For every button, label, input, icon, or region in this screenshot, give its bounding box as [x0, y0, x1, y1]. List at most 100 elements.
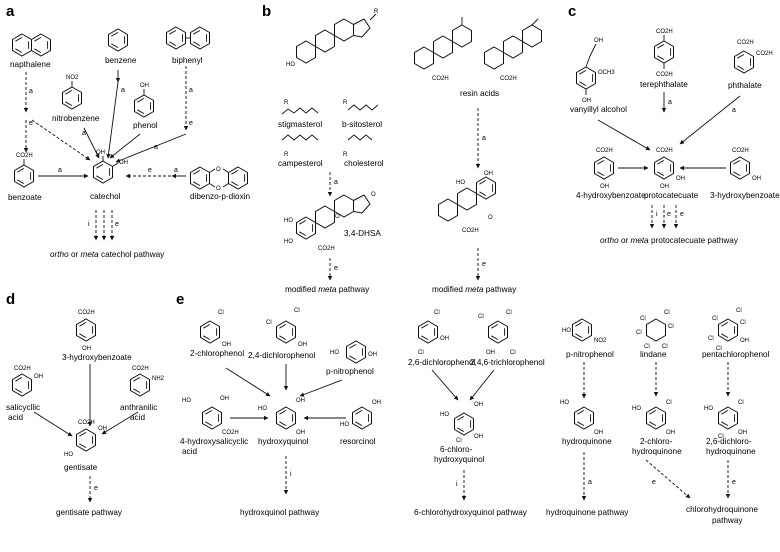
svg-text:i: i	[456, 481, 458, 488]
svg-text:OH: OH	[738, 430, 747, 436]
svg-text:R: R	[284, 152, 289, 158]
vanillyl-label: vanyillyl alcohol	[570, 105, 627, 114]
svg-text:OH: OH	[119, 160, 128, 166]
panel-d: d CO2H OH 3-hydroxybenzoate CO2H OH sali…	[6, 291, 165, 517]
dcp24-structure	[276, 320, 296, 344]
svg-text:CO2H: CO2H	[462, 228, 479, 234]
resin-acid-1-structure: CO2H	[414, 17, 472, 82]
svg-text:HO: HO	[284, 218, 293, 224]
panel-letter: a	[6, 3, 15, 20]
gentisate-label: gentisate	[64, 463, 98, 472]
terephthalate-label: terephthalate	[640, 80, 688, 89]
dibenzodioxin-structure	[190, 166, 210, 190]
cholesterol-label: cholesterol	[344, 159, 384, 168]
svg-text:e: e	[148, 167, 152, 174]
protocatechuate-pathway-label: ortho or meta protocatecuate pathway	[600, 236, 739, 245]
svg-text:HO: HO	[704, 406, 713, 412]
hba4-label: 4-hydroxybenzoate	[576, 191, 646, 200]
dchq26-label-1: 2,6-dichloro-	[706, 437, 752, 446]
dibenzodioxin-label: dibenzo-p-dioxin	[190, 192, 251, 201]
svg-text:a: a	[29, 88, 33, 95]
svg-text:CO2H: CO2H	[78, 310, 95, 316]
svg-text:NH2: NH2	[152, 376, 165, 382]
svg-text:Cl: Cl	[716, 346, 722, 352]
svg-text:R: R	[343, 100, 348, 106]
tcp246-label: 2,4,6-trichlorophenol	[470, 358, 545, 367]
svg-text:Cl: Cl	[708, 336, 714, 342]
modified-meta-pathway-left: modified meta pathway	[285, 285, 370, 294]
svg-text:OH: OH	[368, 352, 377, 358]
panel-b: b R HO R stigmasterol R b-sitosterol R c…	[262, 3, 542, 294]
dcp26-structure	[418, 320, 438, 344]
phenol-structure	[134, 94, 154, 118]
svg-text:OH: OH	[660, 184, 669, 190]
svg-text:Cl: Cl	[712, 316, 718, 322]
dcp24-label: 2,4-dichlorophenol	[248, 351, 316, 360]
anthranilic-structure	[130, 373, 150, 397]
hsa-structure	[202, 406, 222, 430]
svg-text:a: a	[334, 179, 338, 186]
panel-e: e Cl OH 2-chlorophenol Cl Cl OH 2,4-dich…	[176, 291, 770, 525]
sterol-structure: R HO	[286, 9, 379, 68]
hba3d-label: 3-hydroxybenzoate	[62, 353, 132, 362]
svg-text:Cl: Cl	[506, 310, 512, 316]
svg-text:i: i	[290, 471, 292, 478]
dchq26-label-2: hydroquinone	[706, 447, 756, 456]
benzoate-label: benzoate	[8, 193, 42, 202]
gentisate-structure	[76, 428, 96, 452]
svg-text:OH: OH	[752, 176, 761, 182]
phthalate-structure	[734, 50, 754, 74]
svg-text:O: O	[488, 215, 493, 221]
svg-text:i: i	[88, 221, 90, 228]
svg-text:Cl: Cl	[266, 320, 272, 326]
svg-text:i: i	[656, 211, 658, 218]
svg-text:e: e	[189, 120, 193, 127]
svg-text:e: e	[94, 485, 98, 492]
hba3d-structure	[76, 318, 96, 342]
svg-text:CO2H: CO2H	[432, 76, 449, 82]
svg-text:a: a	[668, 99, 672, 106]
nitrophenol-a-structure	[346, 340, 366, 364]
svg-text:CO2H: CO2H	[732, 148, 749, 154]
panel-letter: d	[6, 291, 15, 308]
svg-text:e: e	[732, 479, 736, 486]
nitrophenol-b-structure	[572, 318, 592, 342]
svg-text:OH: OH	[440, 336, 449, 342]
hba3c-structure	[730, 156, 750, 180]
phthalate-label: phthalate	[728, 81, 762, 90]
benzene-label: benzene	[105, 56, 137, 65]
svg-text:e: e	[482, 261, 486, 268]
chq2-label-1: 2-chloro-	[640, 437, 673, 446]
hydroquinone-label: hydroquinone	[562, 437, 612, 446]
hydroxyquinol-pathway-label: hydroxquinol pathway	[240, 508, 320, 517]
svg-text:e: e	[334, 265, 338, 272]
svg-text:HO: HO	[632, 406, 641, 412]
svg-text:Cl: Cl	[740, 320, 746, 326]
lindane-structure	[646, 318, 666, 342]
svg-text:CO2H: CO2H	[656, 148, 673, 154]
svg-text:OH: OH	[740, 338, 749, 344]
svg-text:OH: OH	[98, 426, 107, 432]
protocatechuate-label: protocatecuate	[644, 191, 699, 200]
anthranilic-label-1: anthranilic	[120, 403, 157, 412]
svg-text:Cl: Cl	[738, 400, 744, 406]
svg-text:OH: OH	[296, 430, 305, 436]
svg-text:HO: HO	[286, 62, 295, 68]
svg-text:Cl: Cl	[718, 434, 724, 440]
stigmasterol-label: stigmasterol	[278, 120, 322, 129]
svg-text:Cl: Cl	[294, 308, 300, 314]
resin-acids-label: resin acids	[460, 89, 499, 98]
salicylic-label-2: acid	[8, 413, 23, 422]
svg-text:e: e	[680, 211, 684, 218]
anthranilic-label-2: acid	[130, 413, 145, 422]
salicylic-structure	[12, 373, 32, 397]
lindane-label: lindane	[640, 350, 667, 359]
svg-text:R: R	[374, 9, 379, 15]
salicylic-label-1: salicycllic	[6, 403, 40, 412]
svg-text:a: a	[588, 479, 592, 486]
modified-meta-pathway-right: modified meta pathway	[432, 285, 517, 294]
hba3c-label: 3-hydroxybenzoate	[710, 191, 780, 200]
svg-text:Cl: Cl	[666, 400, 672, 406]
svg-text:HO: HO	[64, 452, 73, 458]
